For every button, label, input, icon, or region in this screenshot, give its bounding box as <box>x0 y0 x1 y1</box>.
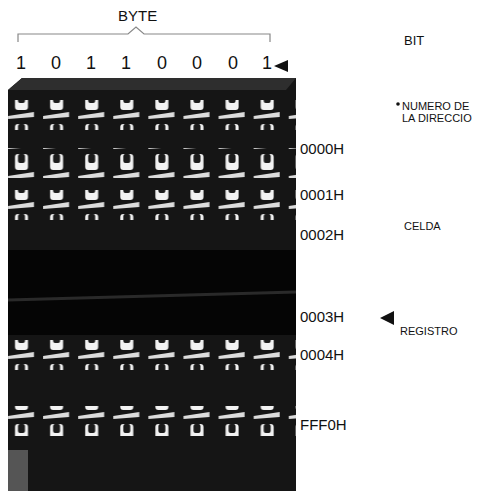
byte-label: BYTE <box>118 8 157 25</box>
bit-value: 0 <box>192 54 202 74</box>
address-label: 0001H <box>300 187 344 204</box>
bit-value: 1 <box>262 54 272 74</box>
bit-value: 1 <box>86 54 96 74</box>
bit-value: 0 <box>157 54 167 74</box>
cell-row <box>8 190 296 220</box>
cell-label: CELDA <box>404 220 441 232</box>
bit-arrow <box>274 60 288 72</box>
bit-value: 0 <box>228 54 238 74</box>
bit-value: 0 <box>51 54 61 74</box>
address-label: 0000H <box>300 141 344 158</box>
address-label: 0003H <box>300 309 344 326</box>
register-arrow <box>380 311 394 325</box>
memory-block <box>8 78 296 491</box>
bit-value: 1 <box>16 54 26 74</box>
address-label: 0002H <box>300 227 344 244</box>
address-label: FFF0H <box>300 417 347 434</box>
cell-row <box>8 340 296 370</box>
address-number-label: NUMERO DE LA DIRECCIO <box>402 100 474 124</box>
leader-dot <box>396 102 400 106</box>
bit-value: 1 <box>121 54 131 74</box>
bit-label: BIT <box>404 34 424 48</box>
register-label: REGISTRO <box>400 325 457 337</box>
address-label: 0004H <box>300 347 344 364</box>
cell-row <box>8 100 296 130</box>
byte-bracket <box>18 27 270 42</box>
register-row <box>8 250 296 335</box>
cell-row <box>8 406 296 436</box>
cell-row <box>8 148 296 178</box>
